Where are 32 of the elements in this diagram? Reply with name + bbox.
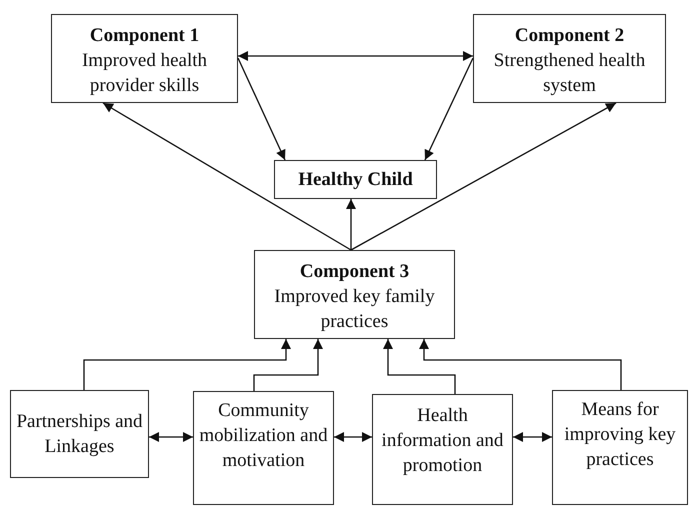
arrow (424, 58, 474, 160)
arrow (149, 432, 193, 442)
arrow (237, 58, 286, 160)
arrow (238, 51, 473, 61)
box-text: Partnerships and Linkages (15, 410, 144, 459)
arrow (83, 339, 291, 390)
process-box (254, 250, 455, 339)
arrow (383, 339, 456, 394)
box-heading: Component 3 (300, 260, 410, 284)
process-box (193, 391, 334, 505)
process-box (473, 14, 666, 103)
arrow (253, 339, 323, 391)
process-box (552, 390, 688, 505)
arrow (346, 199, 356, 250)
box-text: Health information and promotion (380, 404, 504, 478)
arrow (419, 339, 622, 390)
process-box (51, 14, 238, 103)
box-text: Improved health provider skills (80, 49, 208, 98)
arrow (334, 432, 372, 442)
box-text: Improved key family practices (273, 285, 436, 334)
process-box (372, 394, 513, 505)
box-text: Healthy Child (298, 168, 413, 192)
arrow (350, 102, 616, 251)
process-box (274, 160, 437, 199)
arrow (102, 102, 352, 251)
box-text: Means for improving key practices (563, 398, 677, 472)
box-text: Community mobilization and motivation (198, 399, 329, 473)
box-heading: Component 1 (90, 24, 200, 48)
box-heading: Component 2 (514, 24, 624, 48)
process-box (10, 390, 149, 478)
arrow (513, 432, 552, 442)
box-text: Strengthened health system (492, 49, 646, 98)
